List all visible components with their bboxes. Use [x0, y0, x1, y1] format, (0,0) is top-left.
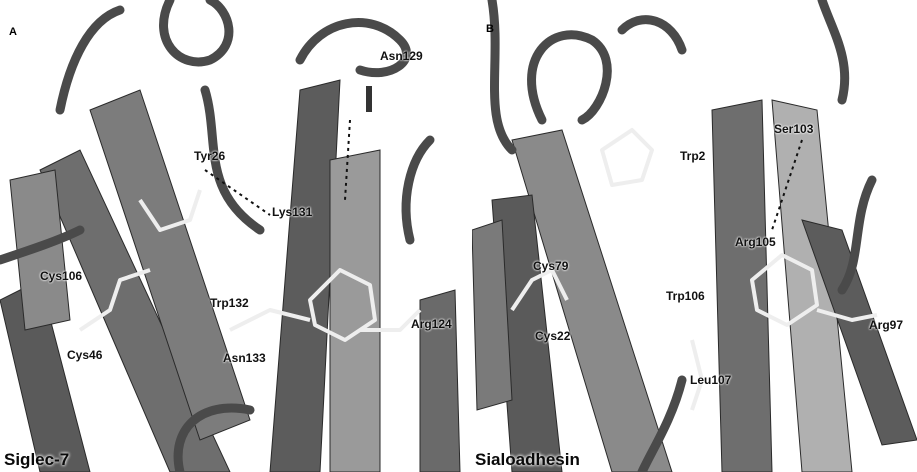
asn129-sidechain: [366, 86, 372, 112]
residue-label-cys79: Cys79: [533, 260, 568, 272]
residue-label-arg124: Arg124: [411, 318, 452, 330]
coil-loop: [406, 140, 430, 240]
panel-letter: A: [9, 26, 17, 38]
panel-letter: B: [486, 23, 494, 35]
coil-loop: [164, 0, 229, 62]
residue-label-trp106: Trp106: [666, 290, 705, 302]
coil-loop: [532, 35, 608, 120]
panel-a-siglec7: A Asn129 Tyr26 Lys131 Cys106 Trp132 Arg1…: [0, 0, 466, 472]
beta-strand: [712, 100, 772, 472]
panel-caption: Sialoadhesin: [475, 450, 580, 470]
residue-label-trp132: Trp132: [210, 297, 249, 309]
residue-label-cys106: Cys106: [40, 270, 82, 282]
panel-a-structure-image: [0, 0, 466, 472]
coil-loop: [822, 0, 845, 100]
residue-label-cys22: Cys22: [535, 330, 570, 342]
residue-label-trp2: Trp2: [680, 150, 705, 162]
residue-label-cys46: Cys46: [67, 349, 102, 361]
residue-label-lys131: Lys131: [272, 206, 312, 218]
coil-loop: [300, 23, 406, 73]
panel-caption: Siglec-7: [4, 450, 69, 470]
residue-label-arg105: Arg105: [735, 236, 776, 248]
panel-b-structure-image: [472, 0, 917, 472]
residue-label-arg97: Arg97: [869, 319, 903, 331]
coil-loop: [622, 20, 682, 50]
residue-label-ser103: Ser103: [774, 123, 813, 135]
coil-loop: [492, 0, 512, 150]
residue-label-tyr26: Tyr26: [194, 150, 225, 162]
panel-b-sialoadhesin: B Ser103 Trp2 Arg105 Cys79 Trp106 Arg97 …: [472, 0, 917, 472]
residue-label-asn129: Asn129: [380, 50, 423, 62]
residue-label-asn133: Asn133: [223, 352, 266, 364]
coil-loop: [60, 10, 120, 110]
trp2-sidechain: [602, 130, 652, 185]
residue-label-leu107: Leu107: [690, 374, 731, 386]
